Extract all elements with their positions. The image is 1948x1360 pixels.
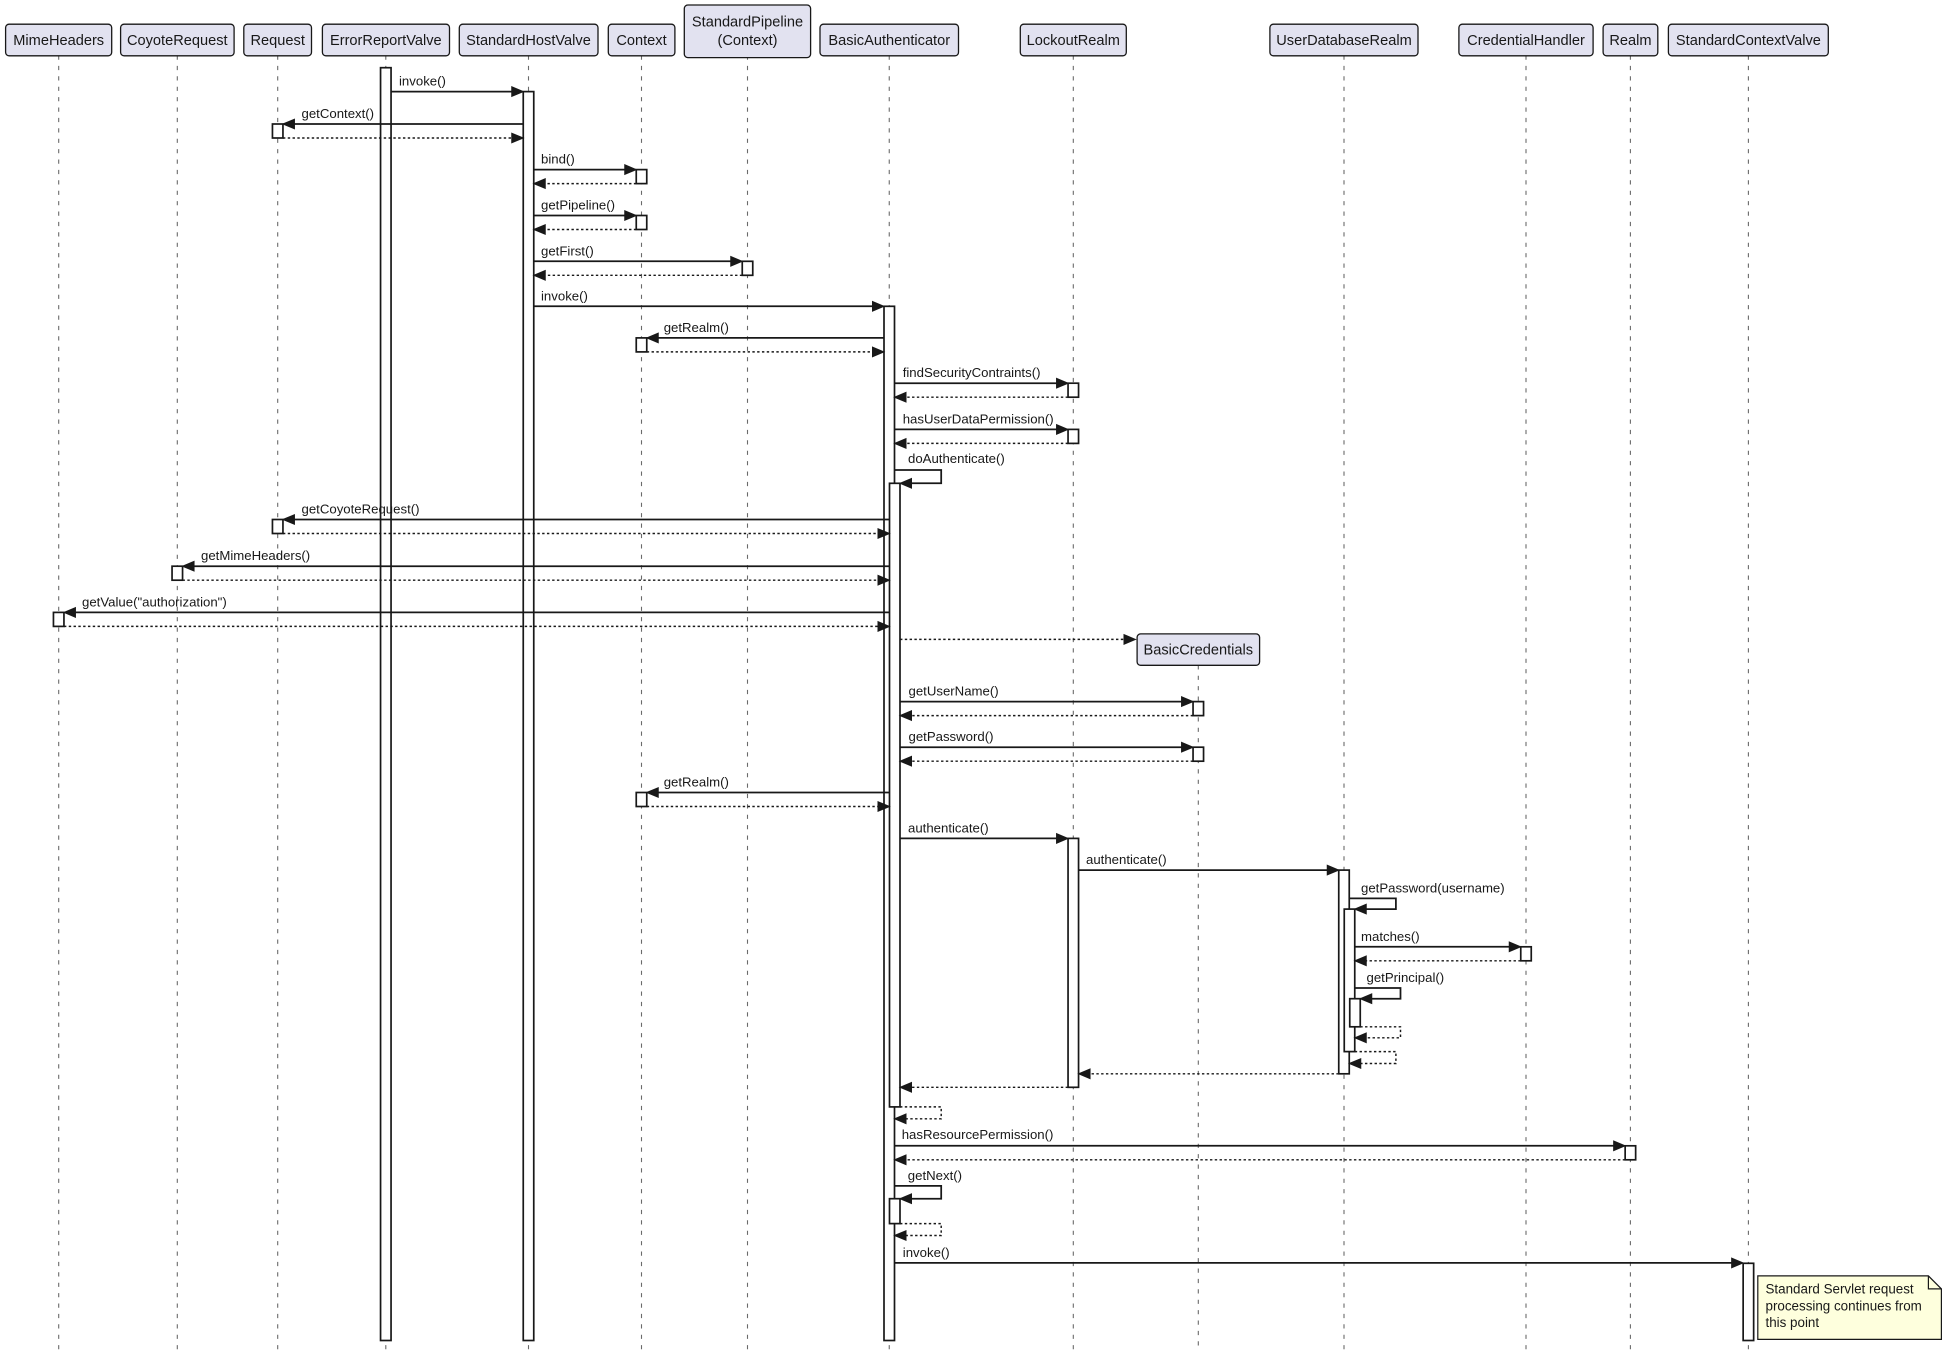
svg-text:bind(): bind()	[541, 152, 575, 167]
svg-text:authenticate(): authenticate()	[1086, 852, 1167, 867]
svg-text:getPipeline(): getPipeline()	[541, 198, 615, 213]
svg-text:MimeHeaders: MimeHeaders	[13, 33, 104, 49]
svg-text:Context: Context	[616, 33, 666, 49]
svg-text:CredentialHandler: CredentialHandler	[1467, 33, 1585, 49]
svg-text:StandardHostValve: StandardHostValve	[466, 33, 591, 49]
svg-text:hasResourcePermission(): hasResourcePermission()	[902, 1127, 1054, 1142]
svg-text:doAuthenticate(): doAuthenticate()	[908, 451, 1005, 466]
svg-text:invoke(): invoke()	[399, 74, 446, 89]
svg-text:processing continues from: processing continues from	[1766, 1298, 1922, 1313]
svg-text:matches(): matches()	[1361, 929, 1420, 944]
svg-text:getUserName(): getUserName()	[909, 684, 999, 699]
svg-text:Request: Request	[251, 33, 305, 49]
svg-text:getRealm(): getRealm()	[664, 775, 729, 790]
svg-text:getFirst(): getFirst()	[541, 243, 594, 258]
svg-text:BasicAuthenticator: BasicAuthenticator	[828, 33, 950, 49]
svg-text:getValue("authorization"): getValue("authorization")	[82, 594, 227, 609]
svg-text:UserDatabaseRealm: UserDatabaseRealm	[1276, 33, 1411, 49]
svg-text:getPrincipal(): getPrincipal()	[1367, 970, 1445, 985]
svg-text:this point: this point	[1766, 1315, 1820, 1330]
svg-text:getNext(): getNext()	[908, 1168, 962, 1183]
svg-text:getPassword(): getPassword()	[909, 729, 994, 744]
svg-text:getCoyoteRequest(): getCoyoteRequest()	[302, 502, 420, 517]
svg-text:ErrorReportValve: ErrorReportValve	[330, 33, 442, 49]
svg-text:BasicCredentials: BasicCredentials	[1144, 643, 1254, 659]
svg-text:getMimeHeaders(): getMimeHeaders()	[201, 548, 310, 563]
svg-text:invoke(): invoke()	[541, 288, 588, 303]
svg-text:getPassword(username): getPassword(username)	[1361, 880, 1505, 895]
svg-text:authenticate(): authenticate()	[908, 820, 989, 835]
svg-text:CoyoteRequest: CoyoteRequest	[127, 33, 228, 49]
svg-text:Standard Servlet request: Standard Servlet request	[1766, 1282, 1914, 1297]
svg-text:findSecurityContraints(): findSecurityContraints()	[903, 365, 1041, 380]
svg-text:invoke(): invoke()	[903, 1245, 950, 1260]
svg-text:Realm: Realm	[1609, 33, 1651, 49]
svg-text:(Context): (Context)	[717, 33, 777, 49]
svg-text:StandardPipeline: StandardPipeline	[692, 15, 803, 31]
svg-text:StandardContextValve: StandardContextValve	[1676, 33, 1821, 49]
svg-text:getRealm(): getRealm()	[664, 320, 729, 335]
svg-text:getContext(): getContext()	[302, 106, 375, 121]
svg-text:LockoutRealm: LockoutRealm	[1027, 33, 1120, 49]
svg-text:hasUserDataPermission(): hasUserDataPermission()	[903, 411, 1054, 426]
